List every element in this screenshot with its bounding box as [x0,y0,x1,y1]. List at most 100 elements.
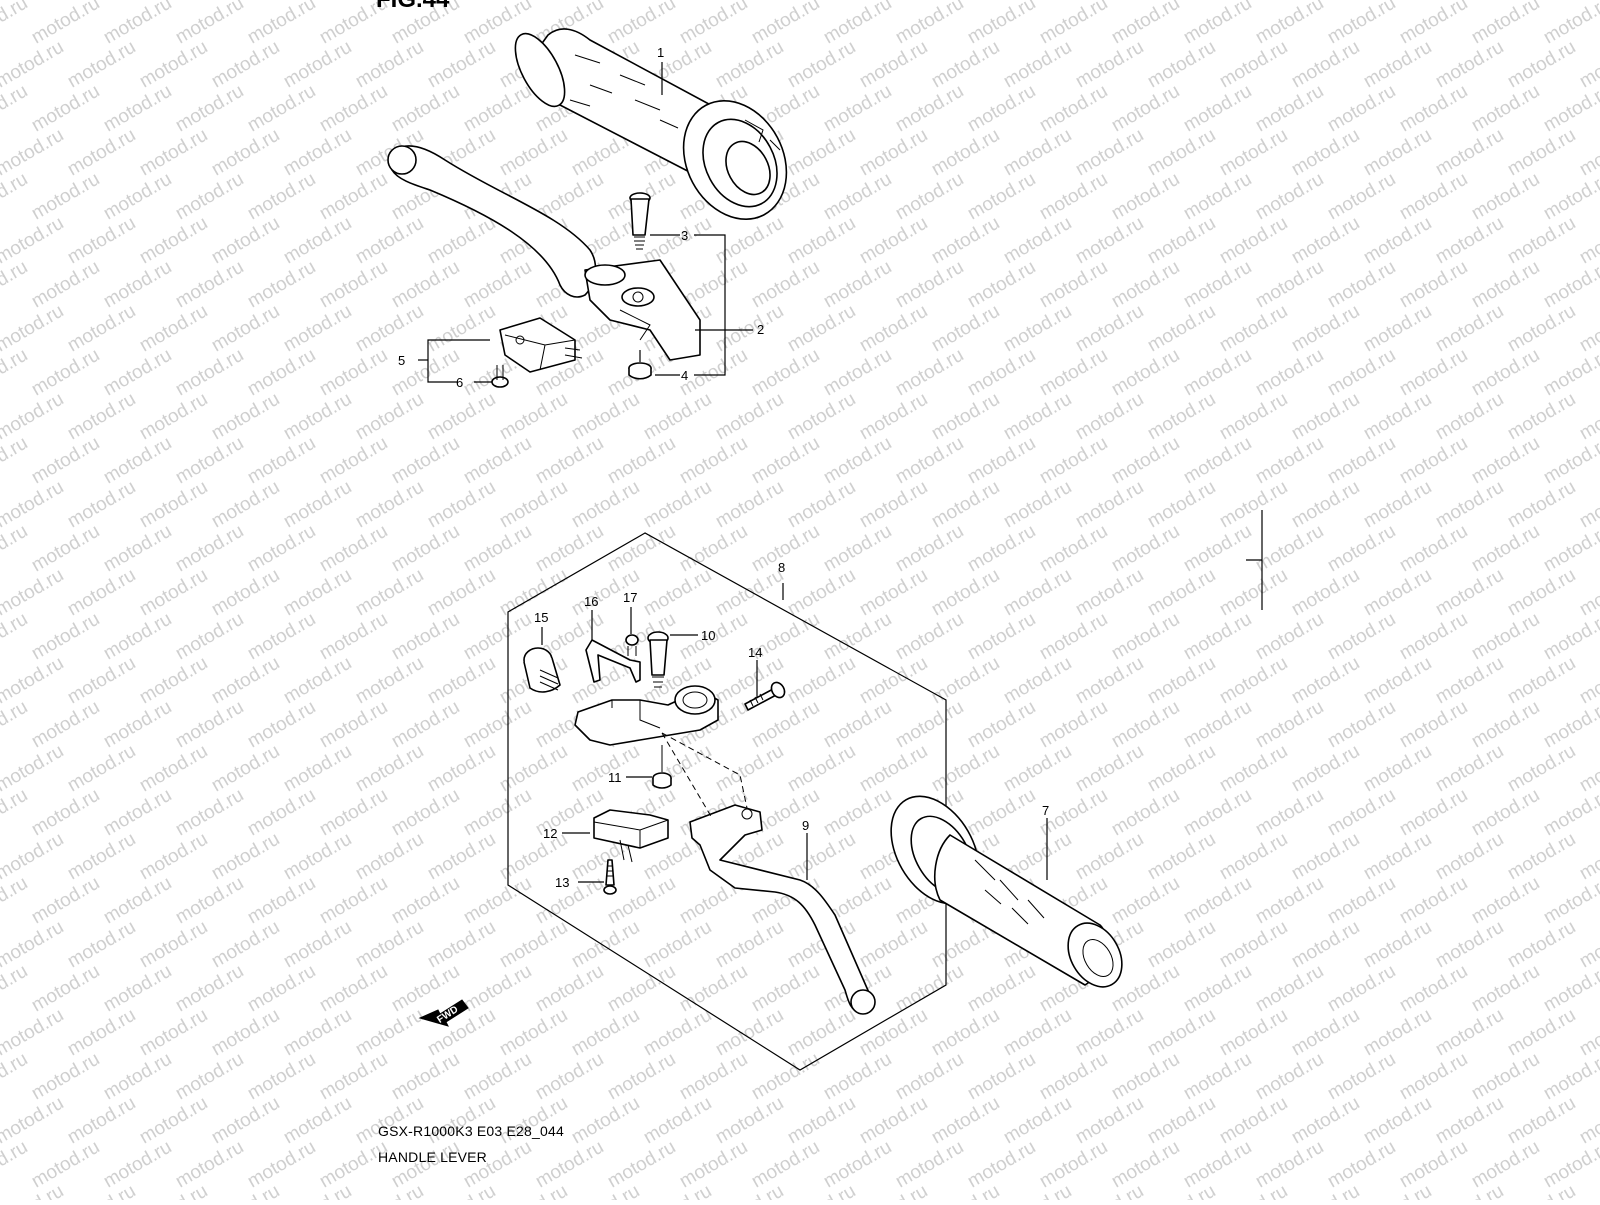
watermark-text: motod.ru [1216,389,1291,445]
watermark-text: motod.ru [1288,389,1363,445]
figure-title: FIG.44 [376,0,449,14]
watermark-text: motod.ru [892,433,967,489]
watermark-text: motod.ru [28,1137,103,1193]
watermark-text: motod.ru [1108,1049,1183,1105]
watermark-text: motod.ru [28,697,103,753]
callout-labels: 1 2 3 4 5 6 7 8 9 10 11 12 13 14 15 16 1… [398,45,1049,890]
watermark-text: motod.ru [244,169,319,225]
watermark-text: motod.ru [100,81,175,137]
watermark-text: motod.ru [0,0,31,48]
watermark-text: motod.ru [784,653,859,709]
watermark-text: motod.ru [100,1137,175,1193]
watermark-text: motod.ru [100,169,175,225]
watermark-text: motod.ru [676,521,751,577]
watermark-text: motod.ru [280,917,355,973]
watermark-text: motod.ru [1396,609,1471,665]
watermark-text: motod.ru [1432,125,1507,181]
callout-4: 4 [681,368,688,383]
watermark-text: motod.ru [1576,125,1600,181]
watermark-text: motod.ru [1252,81,1327,137]
watermark-text: motod.ru [712,565,787,621]
watermark-text: motod.ru [1252,1137,1327,1193]
watermark-text: motod.ru [1324,521,1399,577]
watermark-text: motod.ru [1288,213,1363,269]
watermark-text: motod.ru [1036,1137,1111,1193]
watermark-text: motod.ru [244,433,319,489]
watermark-text: motod.ru [856,1181,931,1200]
callout-2: 2 [757,322,764,337]
watermark-text: motod.ru [1396,81,1471,137]
watermark-text: motod.ru [0,213,67,269]
watermark-text: motod.ru [1324,1137,1399,1193]
watermark-text: motod.ru [928,1093,1003,1149]
watermark-text: motod.ru [1180,785,1255,841]
watermark-text: motod.ru [1468,81,1543,137]
watermark-text: motod.ru [352,1005,427,1061]
watermark-text: motod.ru [820,1137,895,1193]
spring-plate-icon [585,639,641,683]
watermark-text: motod.ru [1144,1005,1219,1061]
watermark-text: motod.ru [892,521,967,577]
watermark-text: motod.ru [784,741,859,797]
watermark-text: motod.ru [964,521,1039,577]
throttle-grip-icon [514,28,788,220]
watermark-text: motod.ru [1036,521,1111,577]
watermark-text: motod.ru [1432,917,1507,973]
watermark-text: motod.ru [100,433,175,489]
watermark-text: motod.ru [1108,257,1183,313]
watermark-text: motod.ru [0,257,31,313]
watermark-text: motod.ru [244,521,319,577]
watermark-text: motod.ru [496,741,571,797]
watermark-text: motod.ru [1360,1093,1435,1149]
callout-11: 11 [608,770,622,785]
watermark-text: motod.ru [424,37,499,93]
watermark-text: motod.ru [64,917,139,973]
watermark-text: motod.ru [1072,741,1147,797]
watermark-text: motod.ru [208,125,283,181]
watermark-text: motod.ru [1000,213,1075,269]
watermark-text: motod.ru [0,961,31,1017]
watermark-text: motod.ru [1468,169,1543,225]
watermark-text: motod.ru [1036,609,1111,665]
watermark-text: motod.ru [712,1181,787,1200]
watermark-text: motod.ru [316,609,391,665]
watermark-text: motod.ru [820,81,895,137]
watermark-text: motod.ru [676,961,751,1017]
watermark-text: motod.ru [1288,829,1363,885]
watermark-text: motod.ru [0,609,31,665]
watermark-text: motod.ru [1144,37,1219,93]
callout-15: 15 [534,610,548,625]
watermark-text: motod.ru [1216,213,1291,269]
watermark-text: motod.ru [1036,1049,1111,1105]
watermark-text: motod.ru [820,257,895,313]
watermark-text: motod.ru [1144,477,1219,533]
watermark-text: motod.ru [1324,345,1399,401]
watermark-text: motod.ru [640,917,715,973]
watermark-text: motod.ru [316,785,391,841]
watermark-text: motod.ru [1432,1181,1507,1200]
watermark-text: motod.ru [0,1049,31,1105]
watermark-text: motod.ru [388,433,463,489]
watermark-text: motod.ru [496,477,571,533]
watermark-text: motod.ru [352,565,427,621]
watermark-text: motod.ru [1072,213,1147,269]
watermark-text: motod.ru [1180,81,1255,137]
watermark-text: motod.ru [1288,1005,1363,1061]
watermark-text: motod.ru [1288,1093,1363,1149]
watermark-text: motod.ru [208,917,283,973]
watermark-text: motod.ru [1396,0,1471,48]
watermark-text: motod.ru [1108,873,1183,929]
watermark-text: motod.ru [1324,609,1399,665]
watermark-text: motod.ru [1576,829,1600,885]
watermark-text: motod.ru [136,1005,211,1061]
watermark-text: motod.ru [712,1093,787,1149]
watermark-text: motod.ru [1072,37,1147,93]
watermark-text: motod.ru [100,521,175,577]
watermark-text: motod.ru [0,345,31,401]
watermark-text: motod.ru [964,345,1039,401]
watermark-text: motod.ru [136,37,211,93]
watermark-text: motod.ru [28,81,103,137]
watermark-text: motod.ru [424,741,499,797]
watermark-text: motod.ru [28,433,103,489]
